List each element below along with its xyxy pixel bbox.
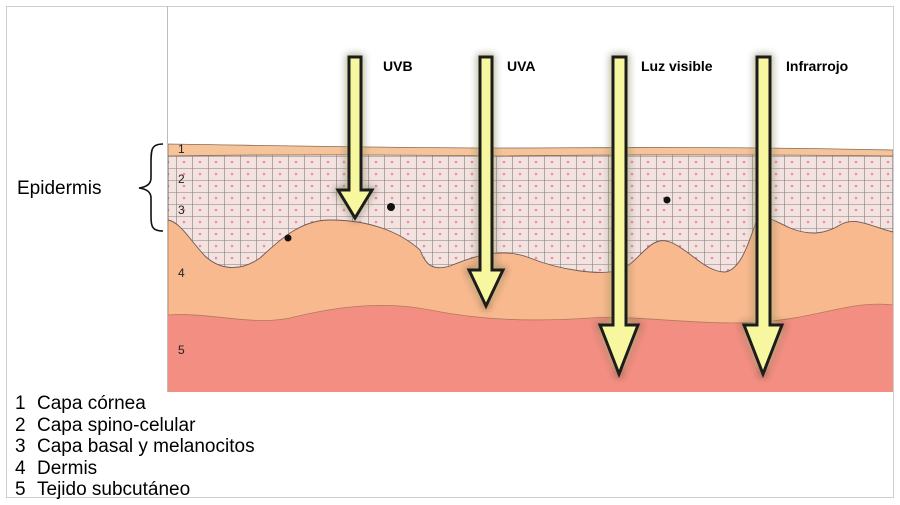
melanocyte [285, 235, 292, 242]
brace-icon [127, 140, 167, 235]
arrow-uvb [338, 57, 372, 218]
layer-number-4: 4 [178, 266, 185, 280]
layer-number-2: 2 [178, 172, 185, 186]
melanocyte [664, 197, 671, 204]
layer-number-3: 3 [178, 203, 185, 217]
melanocyte [387, 203, 395, 211]
epidermis-label: Epidermis [17, 178, 101, 200]
layer-number-5: 5 [178, 343, 185, 357]
ray-label-visible-light: Luz visible [641, 58, 713, 74]
ray-label-infrared: Infrarrojo [786, 58, 848, 74]
ray-label-uva: UVA [507, 58, 536, 74]
layer-corneal [168, 144, 893, 156]
layer-number-1: 1 [178, 142, 185, 156]
ray-label-uvb: UVB [383, 58, 413, 74]
